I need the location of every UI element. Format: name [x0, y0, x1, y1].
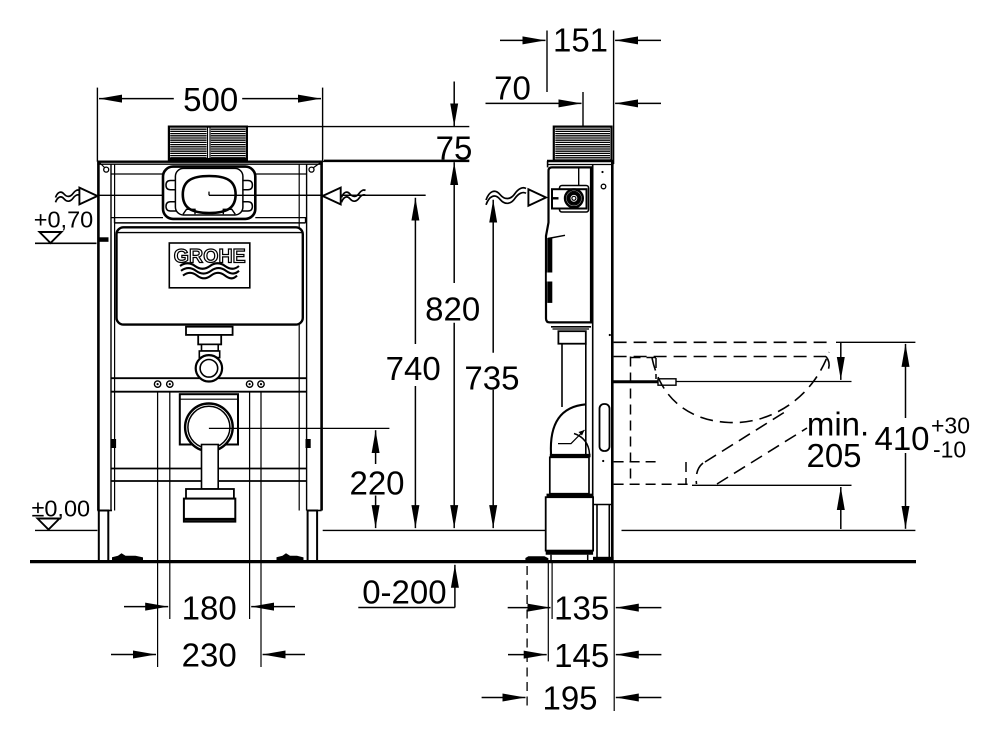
svg-text:135: 135: [554, 590, 609, 627]
svg-text:220: 220: [349, 465, 404, 502]
svg-text:230: 230: [182, 636, 237, 673]
svg-text:145: 145: [554, 637, 609, 674]
svg-text:151: 151: [553, 22, 608, 59]
svg-text:820: 820: [425, 291, 480, 328]
svg-text:180: 180: [182, 590, 237, 627]
svg-text:740: 740: [386, 350, 441, 387]
svg-text:min.: min.: [807, 406, 869, 443]
svg-text:±0,00: ±0,00: [31, 495, 90, 521]
svg-text:500: 500: [183, 81, 238, 118]
svg-text:0-200: 0-200: [362, 573, 446, 610]
svg-text:410: 410: [874, 420, 929, 457]
svg-text:GROHE: GROHE: [174, 245, 246, 267]
svg-text:+30: +30: [931, 413, 970, 439]
svg-text:735: 735: [464, 360, 519, 397]
svg-text:75: 75: [436, 129, 473, 166]
svg-text:-10: -10: [933, 436, 966, 462]
svg-text:+0,70: +0,70: [34, 207, 93, 233]
svg-text:205: 205: [806, 437, 861, 474]
svg-text:70: 70: [494, 70, 531, 107]
svg-text:195: 195: [542, 680, 597, 717]
